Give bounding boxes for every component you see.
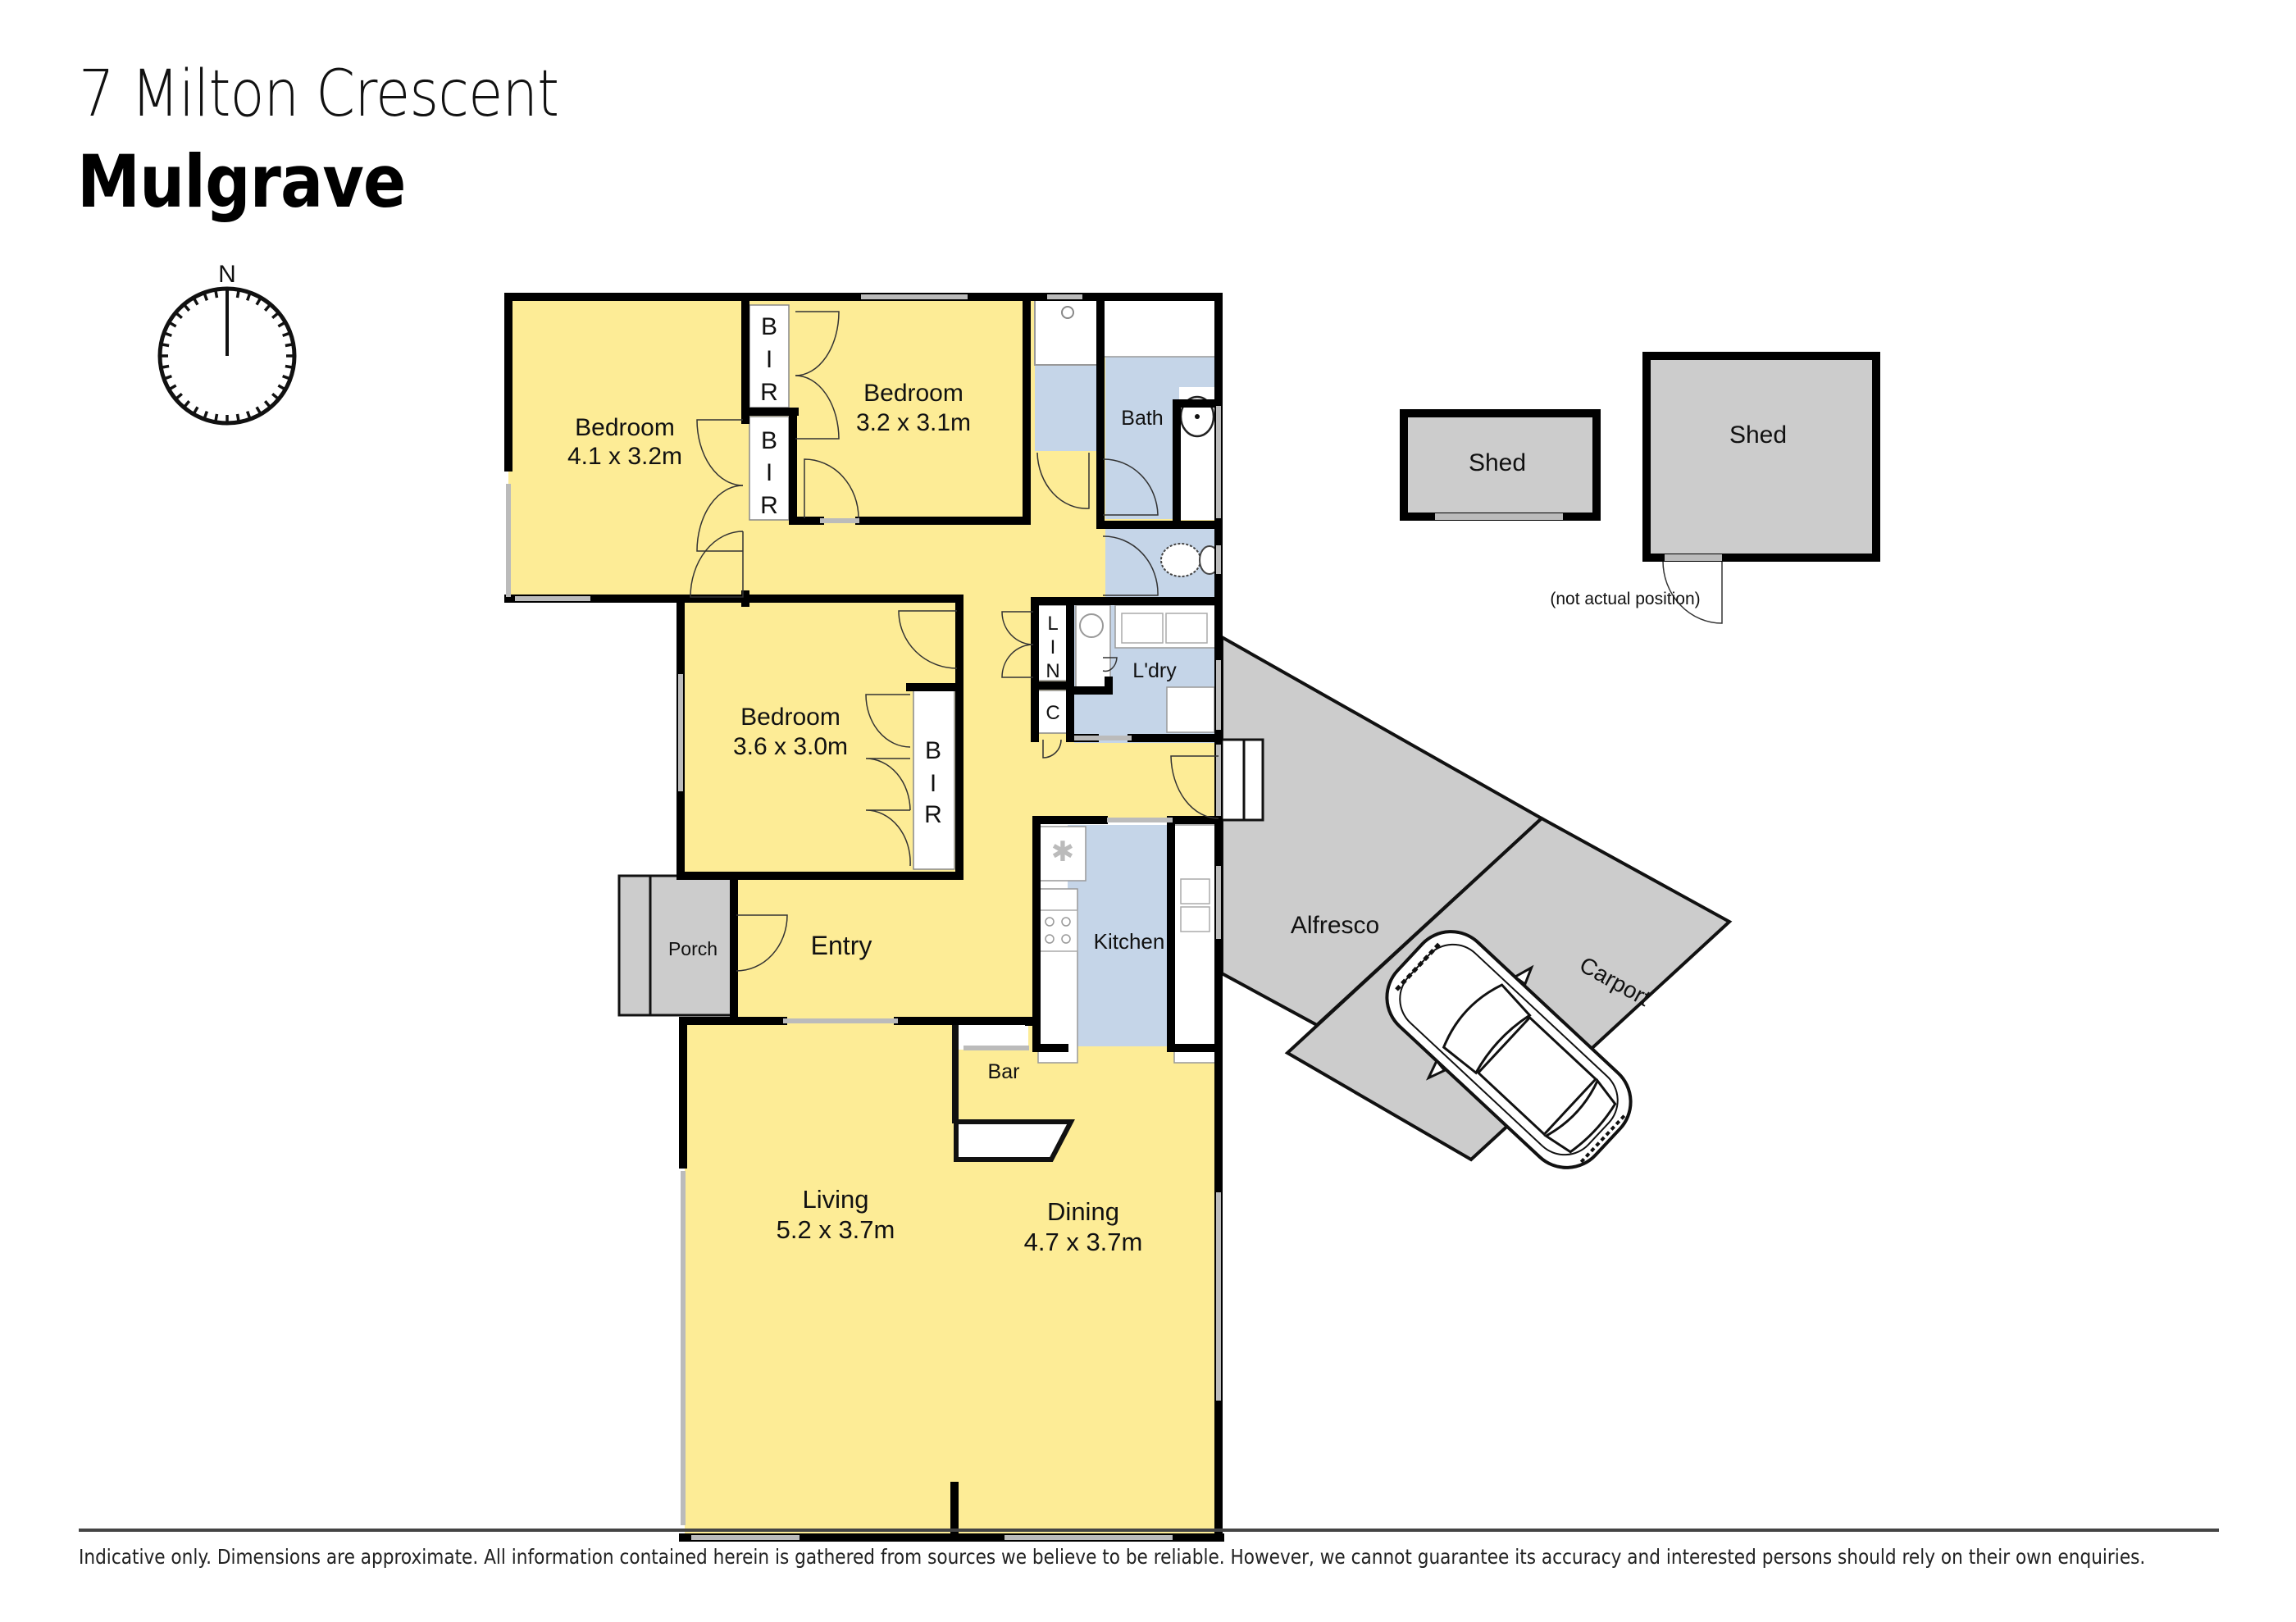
bedroom-2: Bedroom 3.2 x 3.1m <box>856 380 971 436</box>
shed-large: Shed <box>1642 352 1880 562</box>
laundry-fixtures <box>1075 604 1217 733</box>
svg-text:R: R <box>760 492 778 519</box>
bar-counter <box>952 1023 1075 1162</box>
dining-dims: 4.7 x 3.7m <box>1024 1228 1143 1256</box>
porch-label: Porch <box>668 938 718 959</box>
bir-closet-3: B I R <box>913 690 955 870</box>
svg-text:I: I <box>766 346 772 373</box>
alfresco-label: Alfresco <box>1291 912 1379 939</box>
svg-text:I: I <box>766 459 772 486</box>
floor-fills <box>508 297 1220 1538</box>
toilet-fixture <box>1160 543 1220 577</box>
svg-text:L: L <box>1047 613 1058 635</box>
car-icon <box>1385 930 1633 1169</box>
laundry-label: L'dry <box>1132 659 1177 682</box>
svg-text:B: B <box>761 313 777 340</box>
svg-text:C: C <box>1046 702 1059 724</box>
address-line: 7 Milton Crescent <box>79 57 559 131</box>
bedroom-1-dims: 4.1 x 3.2m <box>567 443 682 470</box>
shed-small-label: Shed <box>1469 449 1526 476</box>
north-compass-icon: N <box>157 261 297 426</box>
bedroom-1: Bedroom 4.1 x 3.2m <box>567 414 682 470</box>
svg-text:R: R <box>760 379 778 406</box>
footer-divider <box>79 1529 2219 1532</box>
footer-disclaimer: Indicative only. Dimensions are approxim… <box>79 1545 2146 1569</box>
shower-fixture <box>1034 298 1098 366</box>
suburb-title: Mulgrave <box>77 139 406 224</box>
bedroom-2-name: Bedroom <box>863 380 963 407</box>
svg-text:B: B <box>761 427 777 454</box>
dining-name: Dining <box>1047 1197 1119 1226</box>
compass-north-label: N <box>218 261 236 288</box>
door-swings <box>690 311 1723 972</box>
bar-label: Bar <box>988 1060 1020 1083</box>
bedroom-1-name: Bedroom <box>575 414 675 441</box>
dining-room: Dining 4.7 x 3.7m <box>1024 1197 1143 1256</box>
svg-text:N: N <box>1046 660 1059 682</box>
bath-label: Bath <box>1121 407 1163 430</box>
cupboard: C <box>1036 690 1068 734</box>
kitchen-fixtures: ✱ <box>1037 824 1218 1064</box>
shed-small: Shed <box>1400 409 1601 521</box>
bedroom-2-dims: 3.2 x 3.1m <box>856 409 971 436</box>
kitchen-label: Kitchen <box>1094 929 1165 954</box>
bedroom-3-name: Bedroom <box>740 704 840 731</box>
svg-text:✱: ✱ <box>1051 836 1075 868</box>
bedroom-3-dims: 3.6 x 3.0m <box>733 733 848 760</box>
bedroom-3: Bedroom 3.6 x 3.0m <box>733 704 848 760</box>
svg-text:I: I <box>930 770 936 797</box>
svg-text:R: R <box>924 801 942 828</box>
side-steps <box>1220 738 1264 822</box>
svg-text:B: B <box>925 737 941 764</box>
living-dims: 5.2 x 3.7m <box>777 1215 895 1244</box>
bir-closet-1: B I R <box>749 304 790 408</box>
sheds-position-note: (not actual position) <box>1550 590 1700 608</box>
living-name: Living <box>803 1185 869 1214</box>
svg-text:I: I <box>1050 636 1056 658</box>
carport-area: Carport <box>1284 816 1733 1169</box>
bathtub-fixture <box>1103 298 1216 358</box>
porch-area: Porch <box>617 874 736 1017</box>
linen-closet: L I N <box>1036 604 1068 682</box>
windows <box>506 294 1221 1540</box>
shed-large-label: Shed <box>1729 421 1787 449</box>
entry-label: Entry <box>811 931 872 960</box>
bir-closet-2: B I R <box>749 416 790 521</box>
living-room: Living 5.2 x 3.7m <box>777 1185 895 1244</box>
